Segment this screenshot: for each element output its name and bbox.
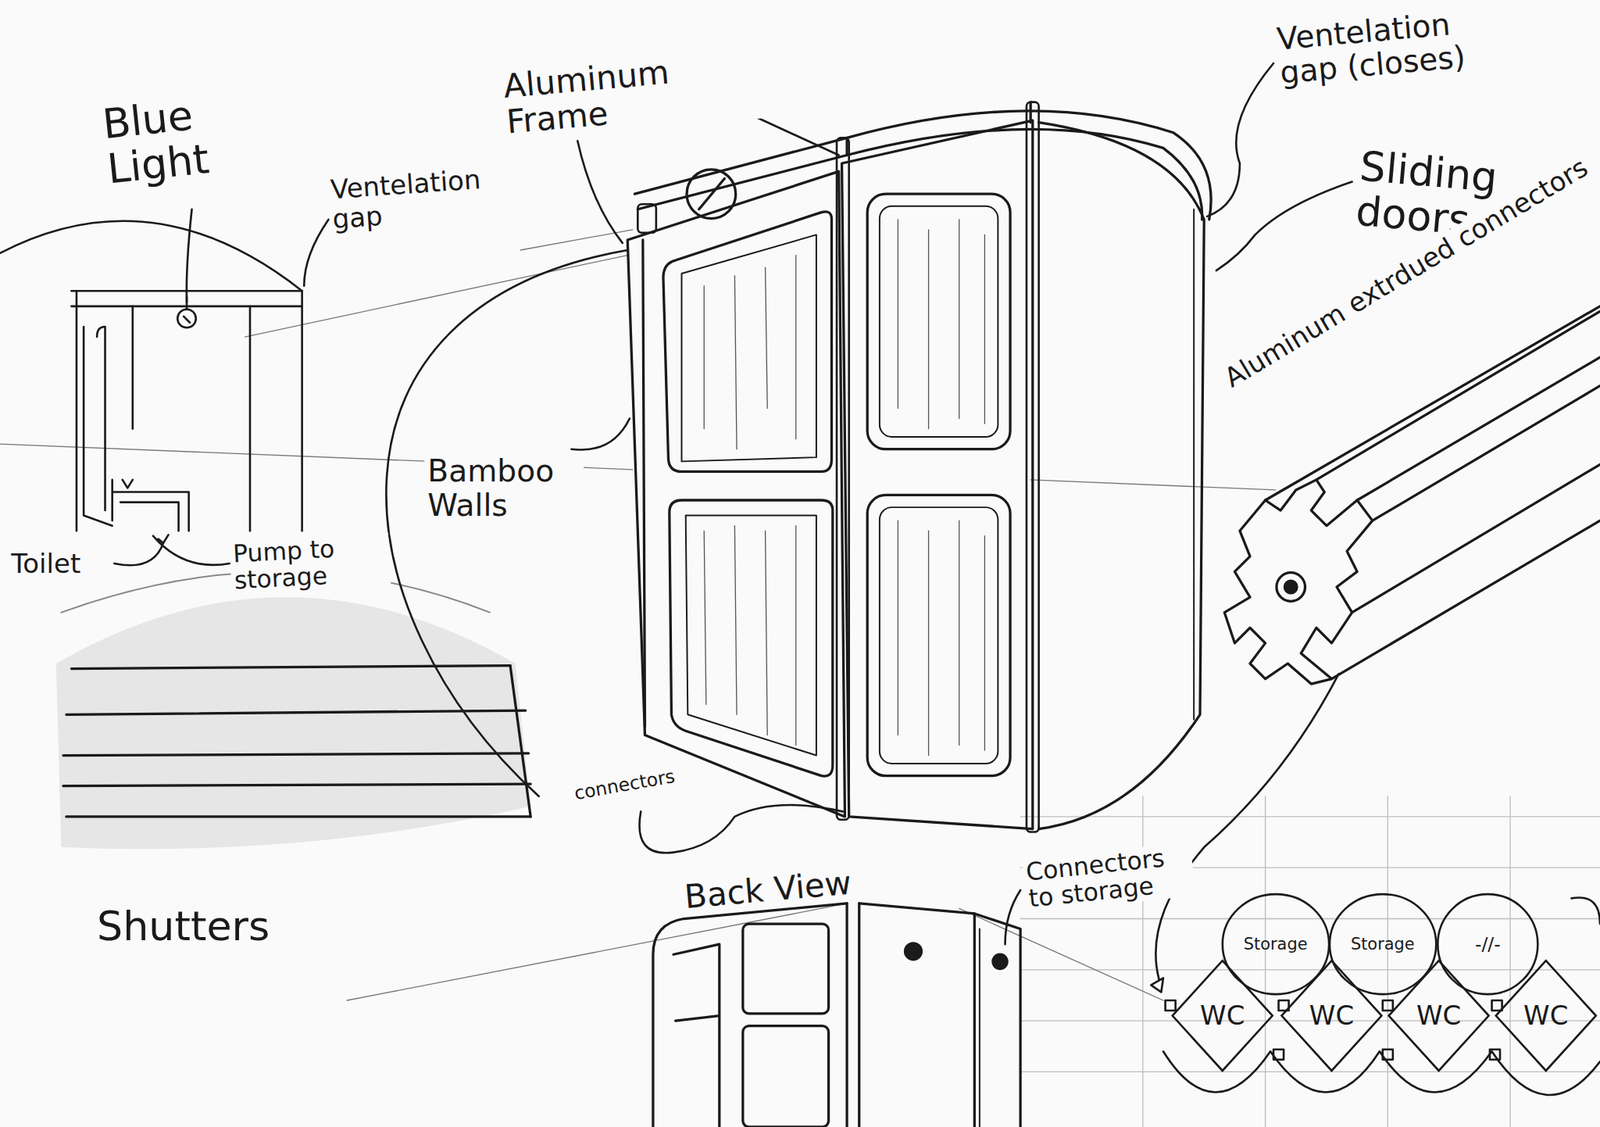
leader-line bbox=[114, 63, 1352, 980]
part-label: Bamboo Walls bbox=[424, 453, 584, 522]
cell-label: WC bbox=[1416, 1000, 1461, 1030]
part-label: Ventelation gap bbox=[326, 163, 511, 235]
construction-line bbox=[0, 229, 1276, 1000]
wc-cell: WC bbox=[1387, 959, 1490, 1072]
view-title: Back View bbox=[679, 864, 856, 916]
storage-cell: -//- bbox=[1436, 892, 1540, 996]
part-label: Blue Light bbox=[97, 85, 266, 193]
grid bbox=[1020, 796, 1600, 1127]
cell-label: WC bbox=[1309, 1000, 1354, 1030]
part-label: Aluminum Frame bbox=[499, 46, 766, 142]
cell-label: WC bbox=[1200, 1000, 1245, 1030]
cell-label: Storage bbox=[1243, 935, 1308, 954]
toilet-booth bbox=[627, 102, 1211, 833]
bamboo-hatching bbox=[703, 219, 985, 756]
plan-view bbox=[1150, 896, 1600, 1095]
part-label: Shutters bbox=[93, 903, 273, 948]
cell-label: Storage bbox=[1350, 935, 1415, 954]
cell-label: WC bbox=[1523, 1000, 1568, 1030]
wc-cell: WC bbox=[1280, 959, 1383, 1072]
cell-label: -//- bbox=[1475, 933, 1501, 954]
part-label: Pump to storage bbox=[228, 532, 391, 596]
wc-cell: WC bbox=[1171, 959, 1274, 1072]
part-label: connectors bbox=[569, 764, 679, 804]
part-label: Connectors to storage bbox=[1021, 841, 1197, 913]
shutters-detail bbox=[56, 571, 531, 849]
back-view bbox=[653, 903, 1021, 1127]
part-label: Toilet bbox=[7, 549, 84, 579]
wc-cell: WC bbox=[1494, 959, 1597, 1072]
part-label: Ventelation gap (closes) bbox=[1272, 3, 1504, 90]
section-view bbox=[0, 221, 303, 531]
